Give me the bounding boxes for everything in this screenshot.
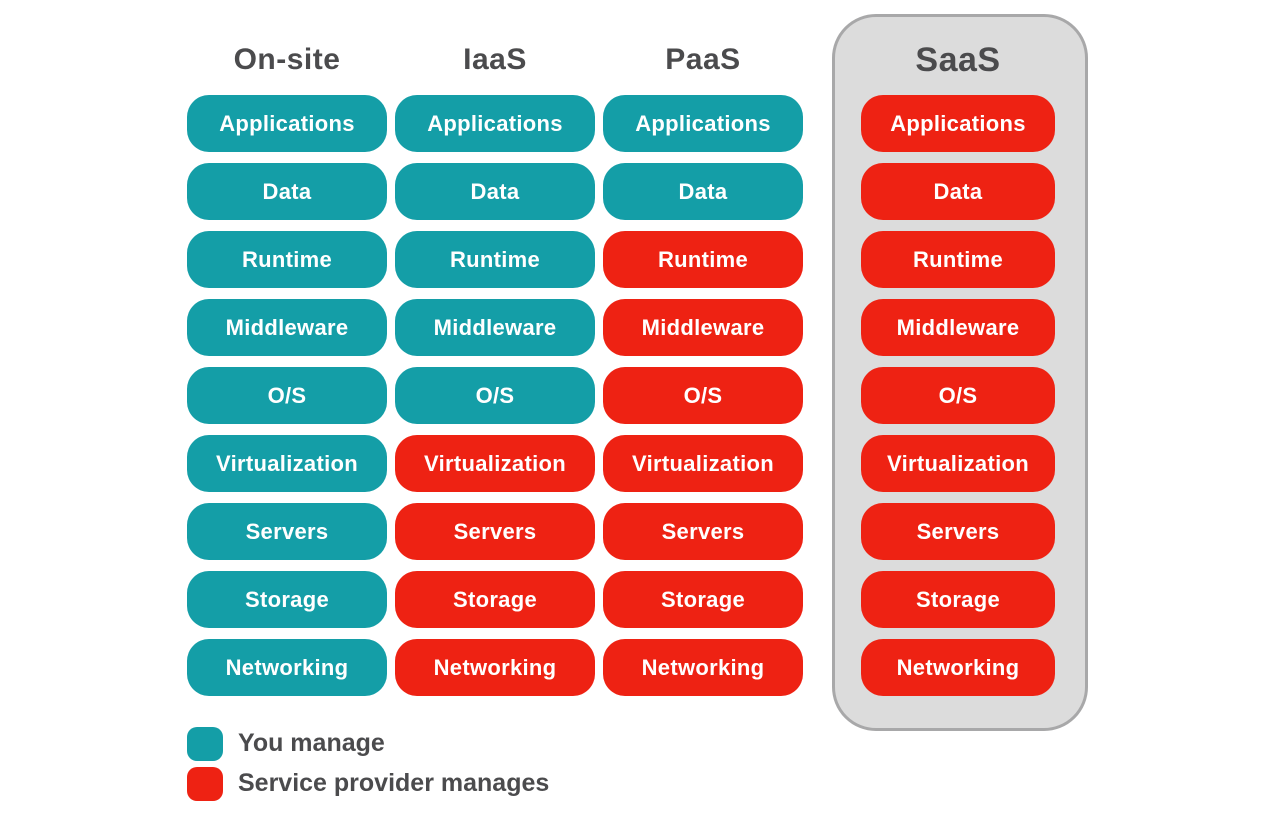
service-provider-manages-swatch	[187, 766, 223, 801]
column-header-on-site: On-site	[233, 43, 341, 76]
paas-layer-middleware: Middleware	[603, 299, 803, 356]
saas-layer-networking: Networking	[861, 639, 1055, 696]
saas-layer-storage: Storage	[861, 571, 1055, 628]
column-header-saas: SaaS	[915, 41, 1001, 79]
iaas-layer-applications: Applications	[395, 95, 595, 152]
saas-layer-applications: Applications	[861, 95, 1055, 152]
iaas-layer-virtualization: Virtualization	[395, 435, 595, 492]
saas-layer-runtime: Runtime	[861, 231, 1055, 288]
saas-layer-servers: Servers	[861, 503, 1055, 560]
legend-item-you-manage: You manage	[187, 726, 549, 761]
saas-layer-data: Data	[861, 163, 1055, 220]
on-site-layer-virtualization: Virtualization	[187, 435, 387, 492]
on-site-layer-o-s: O/S	[187, 367, 387, 424]
iaas-layer-middleware: Middleware	[395, 299, 595, 356]
paas-layer-virtualization: Virtualization	[603, 435, 803, 492]
iaas-layer-data: Data	[395, 163, 595, 220]
on-site-layer-runtime: Runtime	[187, 231, 387, 288]
paas-layer-runtime: Runtime	[603, 231, 803, 288]
saas-layer-middleware: Middleware	[861, 299, 1055, 356]
paas-layer-networking: Networking	[603, 639, 803, 696]
legend: You manage Service provider manages	[187, 726, 549, 806]
saas-layer-o-s: O/S	[861, 367, 1055, 424]
on-site-layer-data: Data	[187, 163, 387, 220]
legend-item-service-provider-manages: Service provider manages	[187, 766, 549, 801]
you-manage-swatch	[187, 726, 223, 761]
paas-layer-storage: Storage	[603, 571, 803, 628]
paas-layer-servers: Servers	[603, 503, 803, 560]
paas-layer-applications: Applications	[603, 95, 803, 152]
paas-layer-data: Data	[603, 163, 803, 220]
on-site-layer-networking: Networking	[187, 639, 387, 696]
iaas-layer-networking: Networking	[395, 639, 595, 696]
iaas-layer-runtime: Runtime	[395, 231, 595, 288]
column-header-iaas: IaaS	[463, 43, 527, 76]
iaas-layer-servers: Servers	[395, 503, 595, 560]
saas-layer-virtualization: Virtualization	[861, 435, 1055, 492]
on-site-layer-applications: Applications	[187, 95, 387, 152]
on-site-layer-middleware: Middleware	[187, 299, 387, 356]
on-site-layer-storage: Storage	[187, 571, 387, 628]
iaas-layer-o-s: O/S	[395, 367, 595, 424]
you-manage-label: You manage	[238, 729, 385, 757]
service-provider-manages-label: Service provider manages	[238, 769, 550, 797]
iaas-layer-storage: Storage	[395, 571, 595, 628]
column-header-paas: PaaS	[665, 43, 741, 76]
paas-layer-o-s: O/S	[603, 367, 803, 424]
on-site-layer-servers: Servers	[187, 503, 387, 560]
